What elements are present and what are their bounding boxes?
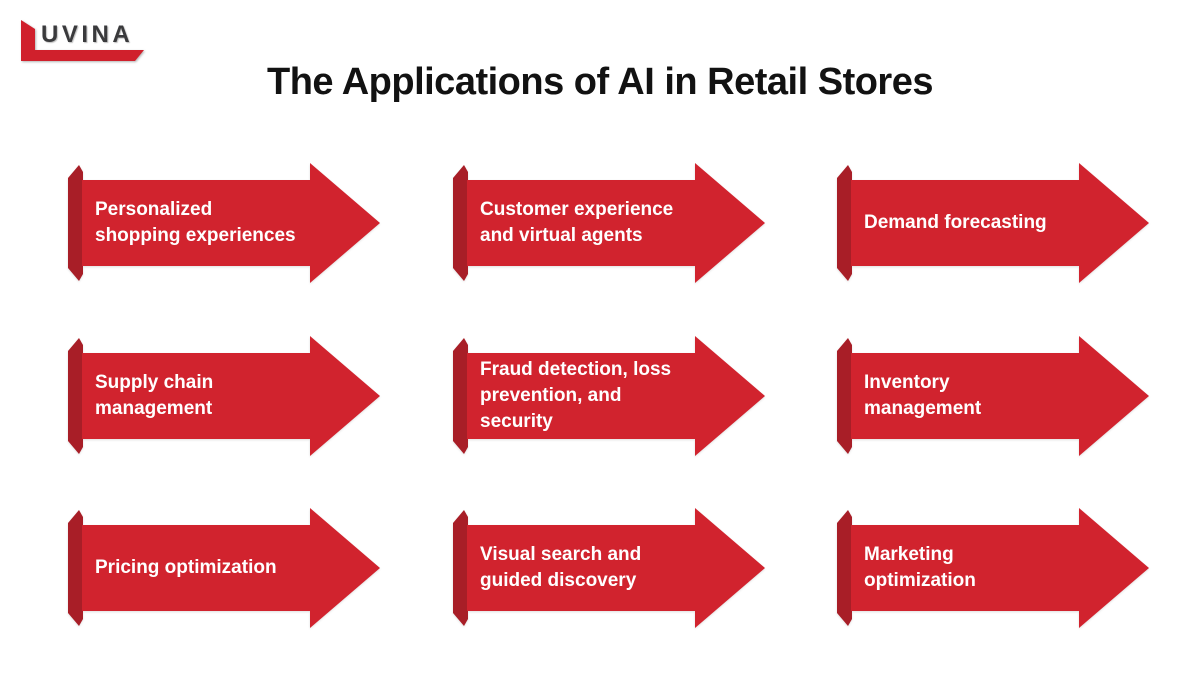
arrow-tail-fold: [837, 165, 852, 281]
arrow-tail-fold: [68, 165, 83, 281]
arrow-body: [82, 163, 380, 283]
arrow-tail-fold: [837, 338, 852, 454]
arrow-body: [851, 336, 1149, 456]
arrow-label: Marketing optimization: [864, 543, 976, 591]
arrow-personalized-shopping-experiences: Personalized shopping experiences: [68, 163, 380, 283]
right-arrow-icon: [837, 336, 1149, 456]
right-arrow-icon: [68, 508, 380, 628]
arrow-label: Supply chain management: [95, 371, 214, 419]
arrow-body: [82, 336, 380, 456]
arrow-pricing-optimization: Pricing optimization: [68, 508, 380, 628]
page-title: The Applications of AI in Retail Stores: [267, 61, 933, 103]
arrow-body: [82, 508, 380, 628]
arrow-customer-experience-virtual-agents: Customer experience and virtual agents: [453, 163, 765, 283]
arrow-marketing-optimization: Marketing optimization: [837, 508, 1149, 628]
arrow-label: Personalized shopping experiences: [95, 198, 296, 246]
arrow-label: Customer experience and virtual agents: [480, 198, 674, 246]
arrow-label: Visual search and guided discovery: [480, 543, 642, 591]
arrow-tail-fold: [68, 510, 83, 626]
right-arrow-icon: [837, 163, 1149, 283]
arrow-tail-fold: [453, 510, 468, 626]
right-arrow-icon: [453, 508, 765, 628]
right-arrow-icon: [453, 163, 765, 283]
arrow-tail-fold: [453, 338, 468, 454]
right-arrow-icon: [837, 508, 1149, 628]
luvina-red-l-icon: [21, 20, 144, 61]
arrow-label: Fraud detection, loss prevention, and se…: [480, 358, 672, 433]
arrow-body: [851, 508, 1149, 628]
right-arrow-icon: [68, 163, 380, 283]
arrow-tail-fold: [68, 338, 83, 454]
right-arrow-icon: [68, 336, 380, 456]
arrow-body: [467, 163, 765, 283]
arrow-tail-fold: [453, 165, 468, 281]
arrow-body: [467, 508, 765, 628]
right-arrow-icon: [453, 336, 765, 456]
arrow-supply-chain-management: Supply chain management: [68, 336, 380, 456]
arrow-label: Pricing optimization: [95, 556, 277, 578]
arrow-visual-search-guided-discovery: Visual search and guided discovery: [453, 508, 765, 628]
arrow-fraud-detection-loss-prevention-security: Fraud detection, loss prevention, and se…: [453, 336, 765, 456]
luvina-logo: UVINA: [14, 11, 148, 67]
arrow-body: [851, 163, 1149, 283]
arrow-label: Demand forecasting: [864, 211, 1047, 233]
arrow-inventory-management: Inventory management: [837, 336, 1149, 456]
arrow-tail-fold: [837, 510, 852, 626]
logo-l-shape: [21, 20, 144, 61]
arrow-demand-forecasting: Demand forecasting: [837, 163, 1149, 283]
arrow-body: [467, 336, 765, 456]
logo-wordmark: UVINA: [41, 21, 134, 48]
arrow-label: Inventory management: [864, 371, 982, 419]
